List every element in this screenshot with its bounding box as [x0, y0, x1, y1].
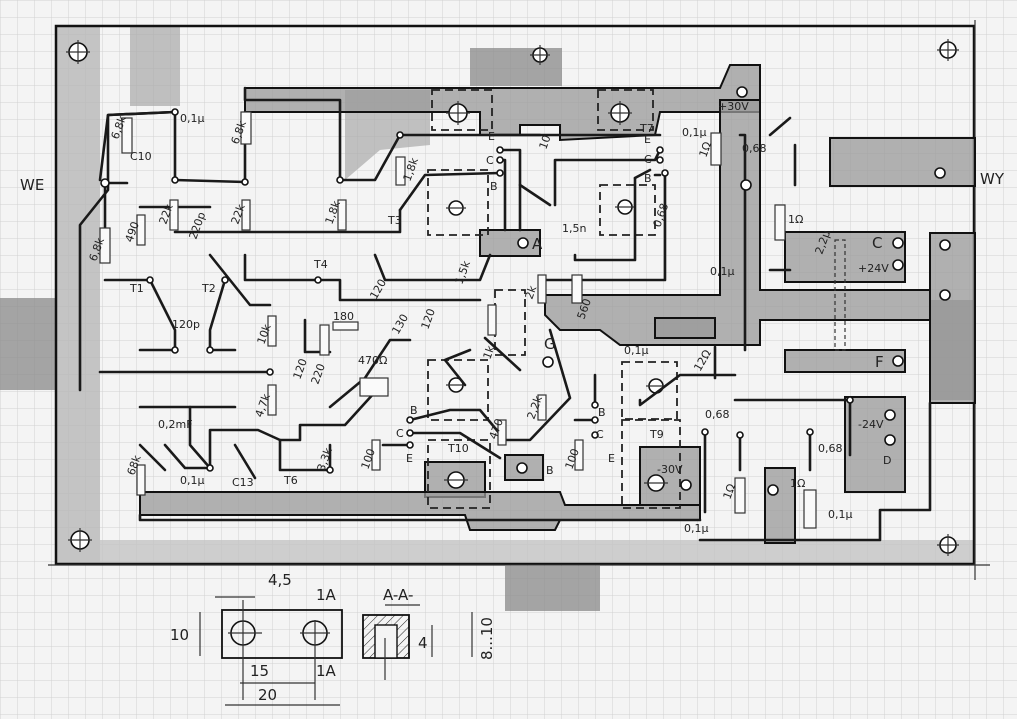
t2-label: T2 [201, 282, 216, 295]
minus24v-label: -24V [858, 418, 884, 431]
solder-nodes [100, 86, 951, 496]
label-1k: 1k [481, 343, 498, 361]
label-0-68: 0,68 [818, 442, 843, 455]
label-0-1u: 0,1µ [180, 474, 205, 487]
pin-c: C [396, 427, 404, 440]
label-470-ohm: 470Ω [358, 354, 387, 367]
mounting-detail-drawing: 4,5 1A 10 15 1A 20 A-A- 4 8...10 [170, 571, 496, 706]
label-0-1u: 0,1µ [682, 126, 707, 139]
pin-b: B [598, 406, 606, 419]
label-120p: 120p [172, 318, 200, 331]
label-1-ohm: 1Ω [788, 213, 803, 226]
output-connector-label: WY [980, 170, 1005, 188]
pad-g-label: G [544, 335, 556, 353]
t1-label: T1 [129, 282, 144, 295]
t4-label: T4 [313, 258, 328, 271]
dim-pitch: 15 [250, 662, 269, 680]
plus24v-label: +24V [858, 262, 889, 275]
pad-b-label: B [546, 464, 554, 477]
pad-f-label: F [875, 353, 884, 371]
label-1-ohm: 1Ω [721, 482, 738, 501]
dim-width: 20 [258, 686, 277, 704]
transistor-hole-icon [615, 199, 635, 215]
label-2k: 2k [523, 283, 540, 301]
transistor-hole-icon [446, 200, 466, 216]
pad-c-label: C [872, 234, 882, 252]
label-0-1u: 0,1µ [180, 112, 205, 125]
pin-e: E [406, 452, 413, 465]
label-1-ohm: 1Ω [697, 140, 714, 159]
label-0-1u: 0,1µ [684, 522, 709, 535]
pad-d-label: D [883, 454, 891, 467]
t3-label: T3 [387, 214, 402, 227]
label-c10: C10 [130, 150, 152, 163]
label-c13: C13 [232, 476, 254, 489]
resistors [99, 111, 846, 529]
label-1-ohm: 1Ω [790, 477, 805, 490]
pin-b: B [490, 180, 498, 193]
dim-hole: 4,5 [268, 571, 292, 589]
transistor-hole-icon [444, 471, 468, 489]
label-0-1u: 0,1µ [624, 344, 649, 357]
pin-c: C [644, 153, 652, 166]
dim-inner: 4 [418, 634, 428, 652]
input-connector-label: WE [20, 176, 44, 194]
transistor-hole-icon [608, 101, 632, 125]
label-0-1u: 0,1µ [710, 265, 735, 278]
label-0-2mf: 0,2mF [158, 418, 193, 431]
t6-label: T6 [283, 474, 298, 487]
plus30v-label: +30V [718, 100, 749, 113]
transistor-hole-icon [644, 474, 668, 492]
t7-label: T7 [639, 122, 654, 135]
mounting-hole-icon [530, 45, 550, 65]
t10-label: T10 [447, 442, 469, 455]
pin-c: C [596, 428, 604, 441]
pin-e: E [608, 452, 615, 465]
transistor-hole-icon [446, 101, 470, 125]
mounting-hole-icon [937, 39, 959, 61]
dim-depth: 8...10 [478, 617, 496, 660]
label-0-68: 0,68 [742, 142, 767, 155]
pad-a-label: A [532, 235, 543, 253]
label-0-1u: 0,1µ [828, 508, 853, 521]
pin-e: E [488, 130, 495, 143]
label-180: 180 [333, 310, 354, 323]
label-10: 10 [537, 133, 554, 151]
transistor-hole-icon [446, 377, 466, 393]
pin-e: E [644, 133, 651, 146]
pin-c: C [486, 154, 494, 167]
mounting-hole-icon [66, 40, 90, 64]
pin-letters: E C B E C B B C E B C E [396, 130, 652, 465]
label-1-5n: 1,5n [562, 222, 586, 235]
pin-b: B [410, 404, 418, 417]
section-title: A-A- [383, 586, 413, 604]
board-margin [56, 26, 974, 564]
t9-label: T9 [649, 428, 664, 441]
section-mark-top: 1A [316, 586, 337, 604]
dim-height: 10 [170, 626, 189, 644]
label-0-68: 0,68 [705, 408, 730, 421]
mounting-hole-icon [68, 528, 92, 552]
pin-b: B [644, 172, 652, 185]
mounting-hole-icon [937, 534, 959, 556]
section-mark-bottom: 1A [316, 662, 337, 680]
minus30v-label: -30V [657, 463, 683, 476]
